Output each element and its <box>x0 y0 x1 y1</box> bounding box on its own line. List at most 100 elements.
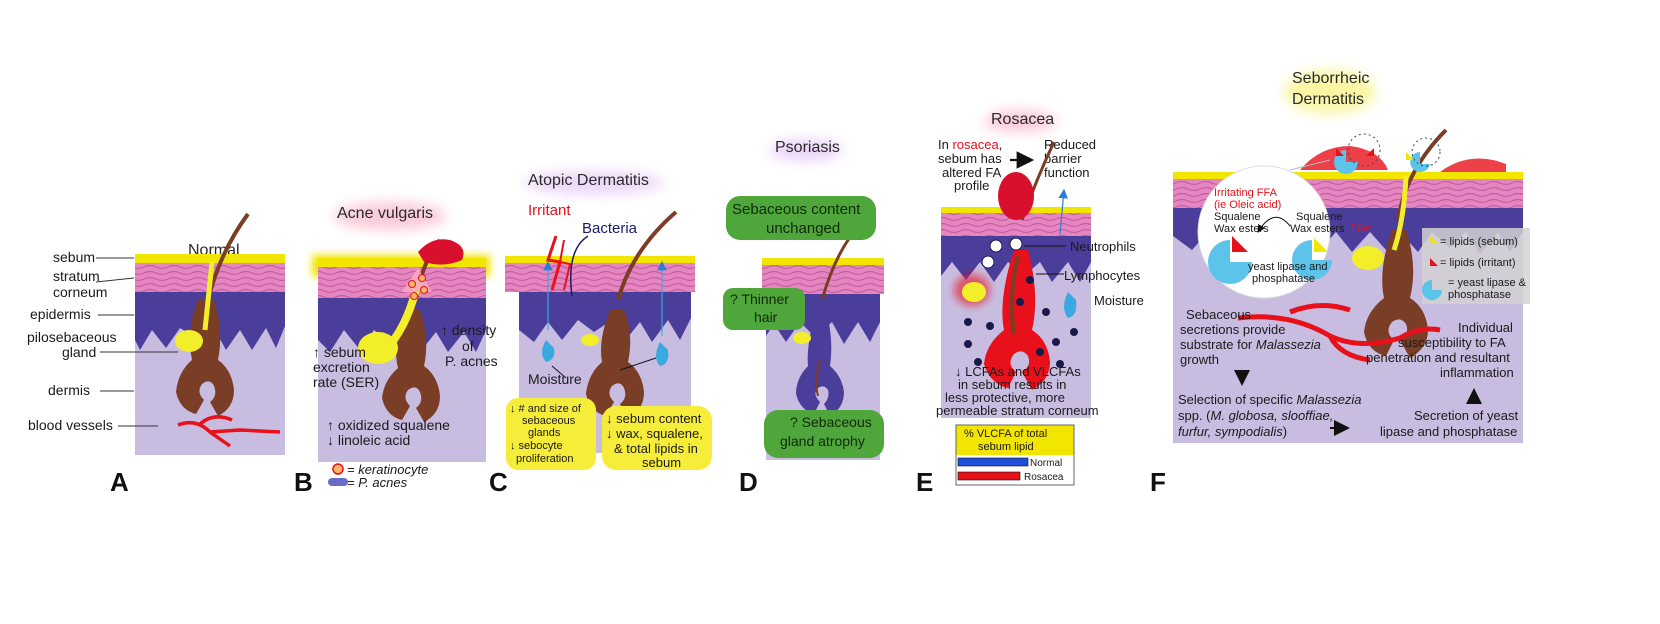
title-glow <box>334 202 446 230</box>
label-stratum: stratum <box>53 268 100 284</box>
box-sebaceous-content <box>726 196 876 240</box>
e-bottom-line: ↓ LCFAs and VLCFAs <box>955 364 1081 379</box>
text-irritant: Irritant <box>528 202 571 219</box>
legend-lipids-sebum: = lipids (sebum) <box>1440 236 1518 248</box>
text-red-2: barrier <box>1044 151 1082 166</box>
inflamed-vessels <box>1237 303 1441 363</box>
panel-b: Acne vulgaris ↑ sebum excretion rate (SE… <box>294 202 498 497</box>
panel-f-title-2: Dermatitis <box>1292 91 1364 108</box>
label-sebum: sebum <box>53 249 95 265</box>
moisture-drop-icon <box>1064 292 1077 318</box>
text-wax-left: Wax esters <box>1214 223 1269 235</box>
enlarged-sebaceous-gland <box>358 332 398 364</box>
bar-normal <box>957 457 1029 467</box>
panel-b-letter: B <box>294 467 313 497</box>
panel-e-title: Rosacea <box>991 111 1054 128</box>
box1-line: ↓ sebocyte <box>510 440 563 452</box>
moisture-drop-left-icon <box>542 340 555 362</box>
keratinocyte-icon <box>332 463 344 475</box>
panel-a-letter: A <box>110 467 129 497</box>
text-red-3: function <box>1044 165 1090 180</box>
lipid-breakdown-inset: Irritating FFA (ie Oleic acid) Squalene … <box>1197 159 1371 299</box>
box-atrophy-line-2: gland atrophy <box>780 433 865 449</box>
text-squalene-left: Squalene <box>1214 211 1261 223</box>
sebum-layer <box>135 254 285 263</box>
panel-e-skin <box>941 141 1091 418</box>
text-ser-2: excretion <box>313 359 370 375</box>
panel-c-title: Atopic Dermatitis <box>528 172 649 189</box>
vlcfa-mini-chart: % VLCFA of total sebum lipid Normal Rosa… <box>955 424 1075 486</box>
panel-d-title: Psoriasis <box>775 139 840 156</box>
label-blood-vessels: blood vessels <box>28 417 113 433</box>
text-dens-2: of <box>462 338 474 354</box>
label-corneum: corneum <box>53 284 107 300</box>
bar-rosacea <box>957 471 1021 481</box>
text-sec-2: secretions provide <box>1180 322 1286 337</box>
label-pilosebaceous: pilosebaceous <box>27 329 117 345</box>
p-acnes-icon <box>328 478 348 486</box>
box-atrophy-line-1: ? Sebaceous <box>790 414 872 430</box>
text-yeast-lipase-1: yeast lipase and <box>1248 261 1328 273</box>
box2-line: ↓ wax, squalene, <box>606 426 703 441</box>
text-moisture: Moisture <box>528 371 582 387</box>
box1-line: proliferation <box>516 453 573 465</box>
text-sq-1: ↑ oxidized squalene <box>327 417 450 433</box>
mini-chart-normal-label: Normal <box>1030 458 1062 469</box>
inflamed-pimple <box>418 239 464 265</box>
e-bottom-line: in sebum results in <box>958 377 1066 392</box>
panel-e: Rosacea In rosacea, sebum has altered FA… <box>916 110 1144 497</box>
box1-line: ↓ # and size of <box>510 403 582 415</box>
panel-d-letter: D <box>739 467 758 497</box>
box2-line: & total lipids in <box>614 441 698 456</box>
text-secy-2: lipase and phosphatase <box>1380 424 1517 439</box>
label-gland: gland <box>62 344 96 360</box>
legend-p-acnes: = P. acnes <box>347 475 408 490</box>
moisture-drop-right-icon <box>656 342 669 366</box>
text-secy-1: Secretion of yeast <box>1414 408 1518 423</box>
text-yeast-lipase-2: phosphatase <box>1252 273 1315 285</box>
text-tgs: TGs <box>1350 223 1371 235</box>
box-sebum-content <box>602 406 712 470</box>
mini-chart-rosacea-label: Rosacea <box>1024 472 1064 483</box>
text-sec-3: substrate for Malassezia <box>1180 337 1321 352</box>
text-sel-1: Selection of specific Malassezia <box>1178 392 1362 407</box>
legend-yeast-lipase-1: = yeast lipase & <box>1448 277 1527 289</box>
text-sq-2: ↓ linoleic acid <box>327 432 410 448</box>
legend-keratinocyte: = keratinocyte <box>347 462 428 477</box>
panel-e-letter: E <box>916 467 933 497</box>
irritant-lightning-icon <box>546 235 562 291</box>
box2-line: ↓ sebum content <box>606 411 702 426</box>
red-wedge-icon <box>1430 258 1438 266</box>
panel-a: Normal sebum stratum corneum epidermis p… <box>27 212 285 497</box>
text-red-1: Reduced <box>1044 137 1096 152</box>
text-oleic-acid: (ie Oleic acid) <box>1214 199 1281 211</box>
text-ind-2: susceptibility to FA <box>1398 335 1506 350</box>
legend-yeast-lipase-2: phosphatase <box>1448 289 1511 301</box>
mini-chart-title-1: % VLCFA of total <box>964 428 1047 440</box>
box-hair-line-1: ? Thinner <box>730 291 789 307</box>
text-ser-1: ↑ sebum <box>313 344 366 360</box>
box-sebaceous-glands <box>506 398 596 470</box>
panel-f: Seborrheic Dermatitis <box>1150 70 1530 497</box>
legend-lipids-irritant: = lipids (irritant) <box>1440 257 1516 269</box>
text-dens-3: P. acnes <box>445 353 498 369</box>
blood-vessels <box>177 415 281 448</box>
panel-c: Atopic Dermatitis Irritant Bacteria Mois… <box>489 171 712 497</box>
text-ind-4: inflammation <box>1440 365 1514 380</box>
label-dermis: dermis <box>48 382 90 398</box>
text-ser-3: rate (SER) <box>313 374 379 390</box>
yeast-cells-surface <box>1334 148 1430 174</box>
panel-f-title-1: Seborrheic <box>1292 70 1369 87</box>
text-wax-right: Wax esters <box>1290 223 1345 235</box>
text-lymphocytes: Lymphocytes <box>1064 268 1141 283</box>
panel-c-letter: C <box>489 467 508 497</box>
e-bottom-line: less protective, more <box>945 390 1065 405</box>
text-dens-1: ↑ density <box>441 322 496 338</box>
text-ind-3: penetration and resultant <box>1366 350 1510 365</box>
text-in-3: altered FA <box>942 165 1002 180</box>
panel-a-skin <box>135 212 285 455</box>
sebum-duct <box>202 261 215 331</box>
text-irritating-ffa: Irritating FFA <box>1214 187 1278 199</box>
text-in-4: profile <box>954 178 989 193</box>
